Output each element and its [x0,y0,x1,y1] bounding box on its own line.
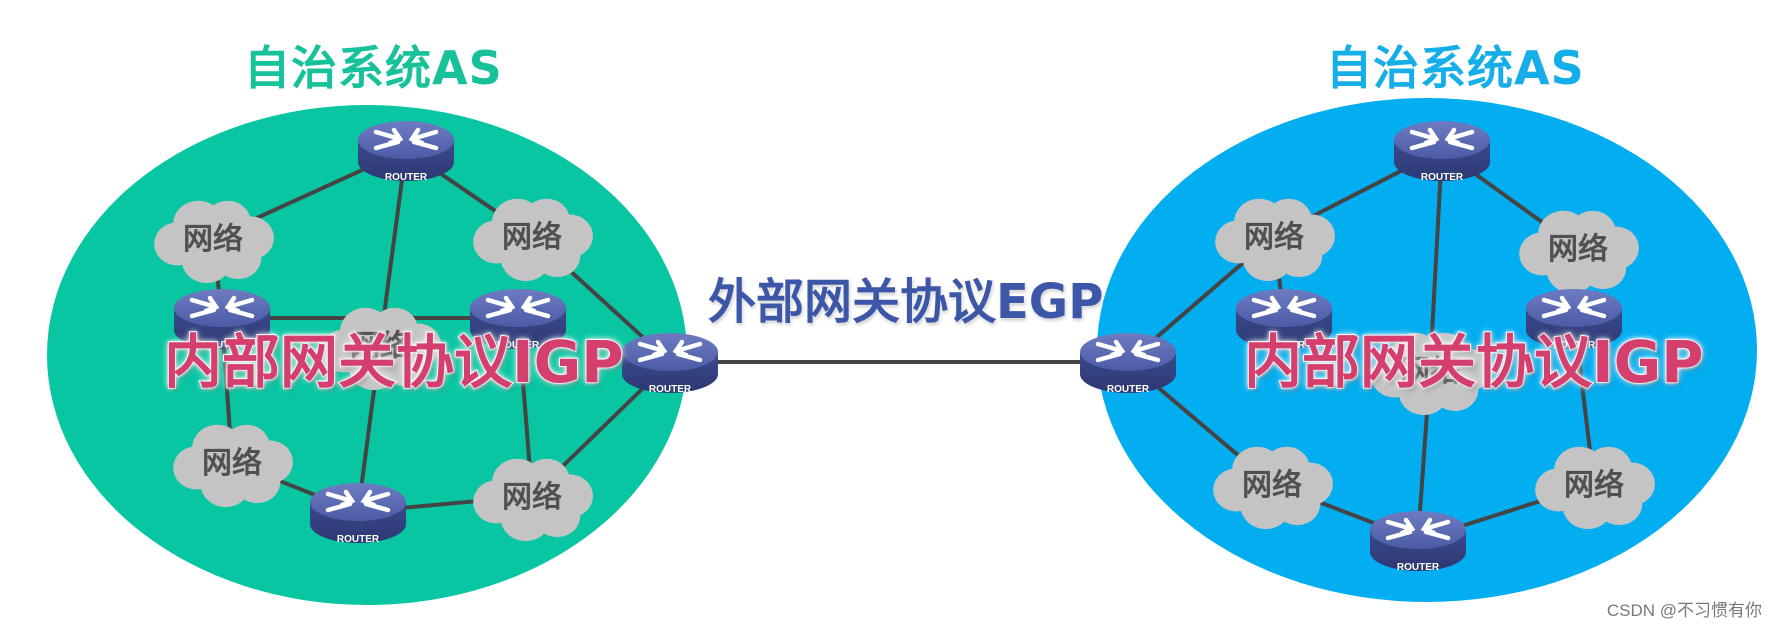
network-label: 网络 [502,220,562,255]
network-label: 网络 [1564,468,1624,503]
router: ROUTER [1394,121,1490,183]
network-label: 网络 [183,222,243,257]
router: ROUTER [174,289,270,351]
network-cloud: 网络 [1215,198,1335,282]
network-cloud: 网络 [473,458,593,542]
router: ROUTER [1080,333,1176,395]
router-label: ROUTER [497,340,540,351]
network-label: 网络 [1242,468,1302,503]
as-left-title: 自治系统AS [244,41,503,95]
network-label: 网络 [350,329,410,364]
egp-label: 外部网关协议EGP [708,274,1104,330]
router-label: ROUTER [1107,384,1150,395]
router: ROUTER [358,121,454,183]
network-label: 网络 [202,446,262,481]
network-cloud: 网络 [473,198,593,282]
router: ROUTER [470,289,566,351]
network-cloud: 网络 [173,424,293,508]
network-cloud: 网络 [154,200,274,284]
watermark: CSDN @不习惯有你 [1606,601,1762,620]
network-cloud: 网络 [321,307,441,391]
network-cloud: 网络 [1371,332,1491,416]
router: ROUTER [1526,289,1622,351]
igp-left-label: 内部网关协议IGP [163,327,625,397]
router-label: ROUTER [385,172,428,183]
router-label: ROUTER [1553,340,1596,351]
network-label: 网络 [502,480,562,515]
network-link [1428,149,1444,371]
network-cloud: 网络 [1535,446,1655,530]
as-right-title: 自治系统AS [1326,41,1585,95]
router-label: ROUTER [1397,562,1440,573]
network-label: 网络 [1244,220,1304,255]
igp-right-label: 内部网关协议IGP [1243,327,1705,397]
network-label: 网络 [1400,354,1460,389]
router-label: ROUTER [649,384,692,395]
router: ROUTER [622,333,718,395]
network-cloud: 网络 [1213,446,1333,530]
router: ROUTER [1236,289,1332,351]
router-label: ROUTER [1263,340,1306,351]
router: ROUTER [1370,511,1466,573]
router-label: ROUTER [337,534,380,545]
router-label: ROUTER [201,340,244,351]
router: ROUTER [310,483,406,545]
network-cloud: 网络 [1519,210,1639,294]
router-label: ROUTER [1421,172,1464,183]
network-label: 网络 [1548,232,1608,267]
